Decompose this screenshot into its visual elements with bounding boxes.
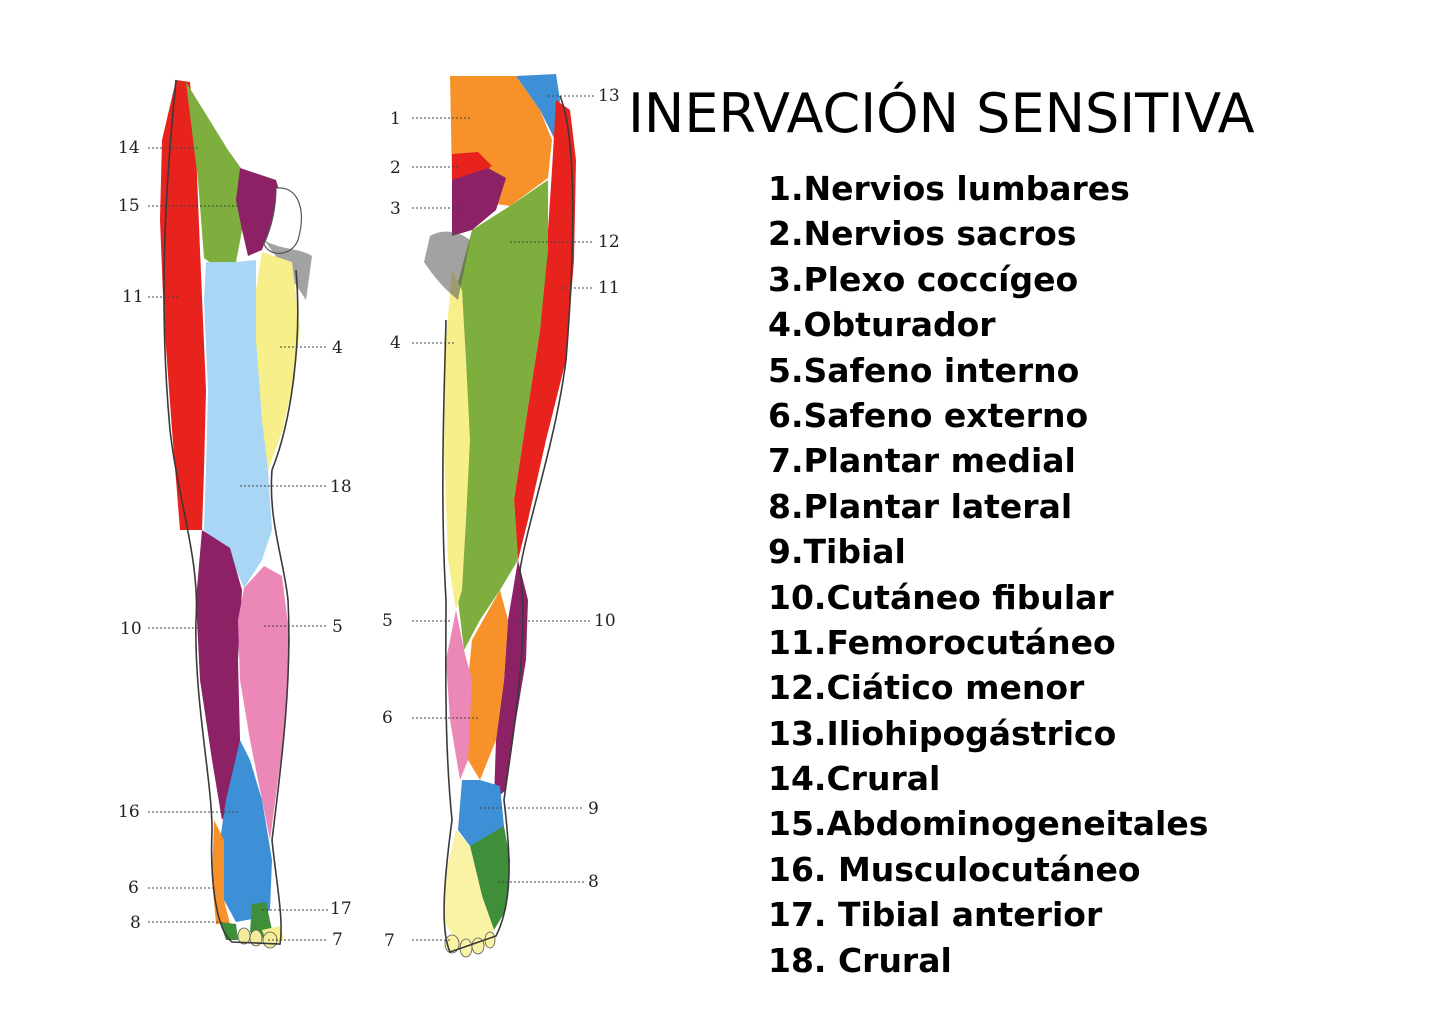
legend-item: 6.Safeno externo (768, 395, 1089, 435)
region-8-plantar-lateral-front (220, 922, 238, 940)
legend-item: 5.Safeno interno (768, 350, 1080, 390)
legend-item: 2.Nervios sacros (768, 214, 1077, 254)
back-label: 5 (382, 611, 393, 631)
hair-shading-back (424, 231, 470, 300)
leg-innervation-diagram: 14 15 11 4 18 10 5 16 6 17 8 7 (118, 74, 620, 958)
front-label: 11 (122, 287, 144, 307)
legend-item: 8.Plantar lateral (768, 486, 1073, 526)
front-label: 10 (120, 619, 142, 639)
front-labels: 14 15 11 4 18 10 5 16 6 17 8 7 (118, 138, 352, 950)
legend-item: 16. Musculocutáneo (768, 849, 1141, 889)
back-labels: 1 13 2 3 12 11 4 5 10 6 9 8 7 (382, 86, 620, 951)
region-6-safeno-externo-back (466, 590, 508, 780)
region-13-iliohipogastrico (516, 74, 560, 138)
region-10-cutaneo-fibular-front (196, 530, 242, 820)
region-16-musculocutaneo (220, 740, 272, 922)
region-5-safeno-interno-back (446, 610, 472, 780)
front-label: 4 (332, 338, 343, 358)
region-10-cutaneo-fibular-back (494, 560, 528, 800)
front-label: 14 (118, 138, 140, 158)
legend-item: 1.Nervios lumbares (768, 169, 1130, 208)
front-label: 15 (118, 196, 140, 216)
back-label: 8 (588, 872, 599, 892)
back-label: 1 (390, 109, 401, 129)
legend-item: 3.Plexo coccígeo (768, 259, 1079, 299)
back-label: 6 (382, 708, 393, 728)
front-label: 8 (130, 913, 141, 933)
back-label: 11 (598, 278, 620, 298)
legend-item: 7.Plantar medial (768, 441, 1076, 481)
front-label: 16 (118, 802, 140, 822)
region-11-femorocutaneo-front (160, 80, 206, 530)
region-18-crural-anterior (204, 260, 272, 588)
back-toes (444, 931, 496, 958)
legend-item: 15.Abdominogeneitales (768, 804, 1209, 844)
back-label: 10 (594, 611, 616, 631)
region-2-nervios-sacros (452, 152, 492, 182)
region-11-femorocutaneo-back (514, 100, 576, 560)
front-label: 18 (330, 477, 352, 497)
legend-item: 12.Ciático menor (768, 668, 1085, 708)
region-9-tibial (458, 780, 504, 846)
region-4-obturador-back (444, 270, 470, 610)
region-14-crural-front (186, 82, 248, 270)
legend-item: 4.Obturador (768, 305, 996, 345)
region-3-plexo-coccigeo (452, 168, 506, 236)
page-title: INERVACIÓN SENSITIVA (628, 82, 1255, 145)
legend-item: 9.Tibial (768, 532, 906, 572)
region-5-safeno-interno-front (238, 566, 290, 840)
front-label: 5 (332, 617, 343, 637)
legend-item: 11.Femorocutáneo (768, 622, 1116, 662)
back-leaders (412, 95, 594, 941)
back-label: 12 (598, 232, 620, 252)
region-8-plantar-lateral-back (470, 826, 510, 930)
back-label: 2 (390, 158, 401, 178)
back-label: 9 (588, 799, 599, 819)
region-15-abdominogenitales (236, 168, 282, 256)
anterior-leg-outline (163, 79, 299, 945)
back-label: 13 (598, 86, 620, 106)
legend-item: 10.Cutáneo fibular (768, 577, 1114, 617)
back-label: 3 (390, 199, 401, 219)
legend-item: 18. Crural (768, 940, 952, 980)
back-label: 7 (384, 931, 395, 951)
region-6-safeno-externo-front (212, 820, 230, 924)
region-12-ciatico-menor (456, 180, 548, 650)
posterior-leg-outline (442, 95, 574, 953)
anterior-leg: 14 15 11 4 18 10 5 16 6 17 8 7 (118, 79, 352, 950)
region-4-obturador-front (252, 252, 300, 470)
legend-item: 17. Tibial anterior (768, 895, 1103, 935)
front-leaders (148, 147, 328, 941)
legend-item: 13.Iliohipogástrico (768, 713, 1117, 753)
nerve-legend: 1.Nervios lumbares 2.Nervios sacros 3.Pl… (768, 166, 1208, 983)
front-label: 17 (330, 899, 352, 919)
front-label: 6 (128, 878, 139, 898)
region-7-plantar-medial-back (444, 830, 494, 946)
back-label: 4 (390, 333, 401, 353)
posterior-leg: 1 13 2 3 12 11 4 5 10 6 9 8 7 (382, 74, 620, 958)
front-label: 7 (332, 930, 343, 950)
legend-item: 14.Crural (768, 759, 941, 799)
